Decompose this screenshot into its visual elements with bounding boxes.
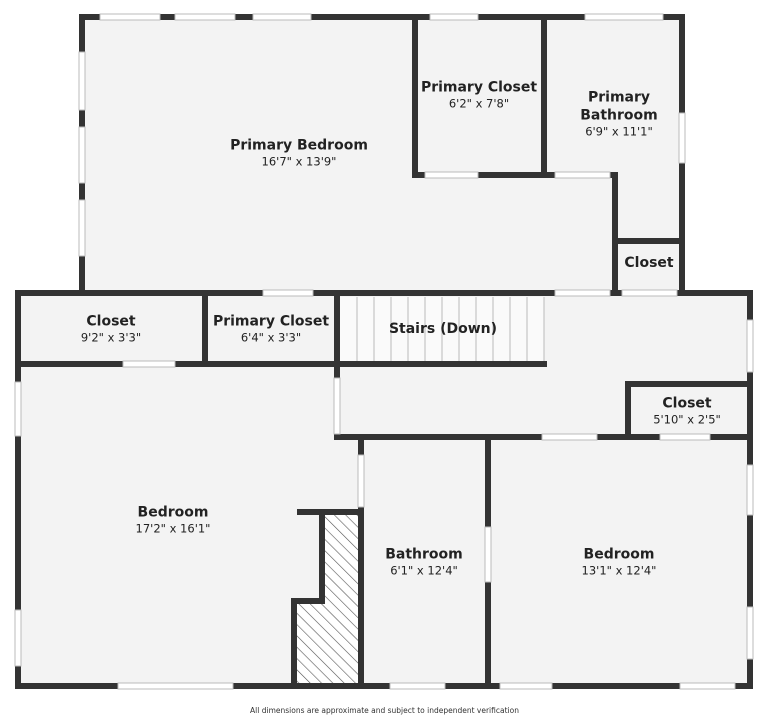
room-bedroom-right: Bedroom 13'1" x 12'4": [582, 545, 657, 578]
room-primary-bathroom: Primary Bathroom 6'9" x 11'1": [574, 88, 664, 139]
room-name: Closet: [662, 395, 712, 412]
upper-floor: [82, 17, 682, 293]
room-dims: 5'10" x 2'5": [653, 412, 721, 427]
room-dims: 13'1" x 12'4": [581, 563, 657, 578]
room-name: Primary Bathroom: [580, 89, 658, 124]
room-primary-bedroom: Primary Bedroom 16'7" x 13'9": [230, 136, 368, 169]
room-closet-hall: Closet 5'10" x 2'5": [653, 394, 721, 427]
room-closet-left: Closet 9'2" x 3'3": [81, 312, 141, 345]
room-name: Primary Closet: [212, 313, 330, 330]
windows: [14, 13, 754, 690]
room-dims: 6'1" x 12'4": [390, 563, 458, 578]
room-name: Bedroom: [583, 546, 655, 563]
room-stairs: Stairs (Down): [389, 320, 497, 338]
room-name: Stairs (Down): [388, 320, 498, 337]
room-name: Closet: [86, 313, 136, 330]
room-dims: 16'7" x 13'9": [261, 154, 337, 169]
hatched-chase: [294, 515, 358, 686]
room-dims: 6'9" x 11'1": [585, 124, 653, 139]
room-dims: 6'4" x 3'3": [240, 330, 302, 345]
room-name: Bathroom: [385, 546, 463, 563]
room-bathroom: Bathroom 6'1" x 12'4": [385, 545, 463, 578]
room-name: Bedroom: [137, 504, 209, 521]
room-name: Primary Bedroom: [230, 137, 368, 154]
room-primary-closet-upper: Primary Closet 6'2" x 7'8": [421, 78, 537, 111]
room-bedroom-left: Bedroom 17'2" x 16'1": [136, 503, 211, 536]
stairs: [340, 297, 545, 363]
disclaimer-footer: All dimensions are approximate and subje…: [250, 706, 519, 715]
room-primary-closet-lower: Primary Closet 6'4" x 3'3": [213, 312, 329, 345]
room-dims: 6'2" x 7'8": [448, 96, 510, 111]
room-dims: 9'2" x 3'3": [80, 330, 142, 345]
room-name: Primary Closet: [420, 79, 538, 96]
room-name: Closet: [624, 254, 674, 271]
room-closet-small: Closet: [624, 254, 673, 272]
room-dims: 17'2" x 16'1": [135, 521, 211, 536]
